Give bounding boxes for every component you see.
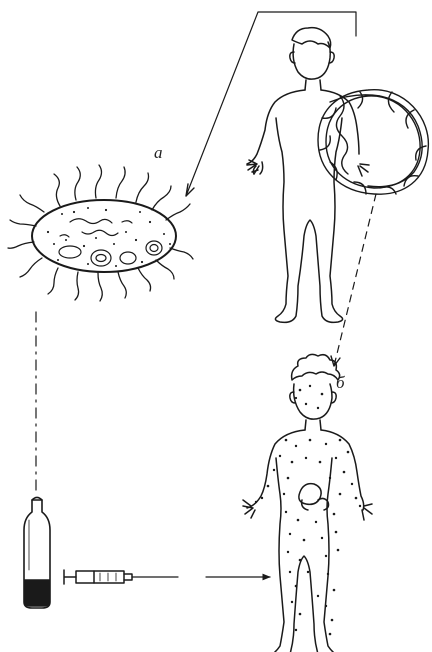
bacterium-inclusions — [59, 219, 162, 266]
healthy-child-hair — [292, 28, 331, 48]
ampoule — [24, 498, 50, 609]
bacterium-flagella — [8, 165, 193, 301]
virus-helix — [318, 90, 428, 195]
connection-lines — [36, 12, 376, 577]
dashed-arrow-virus — [334, 194, 376, 366]
label-a: a — [154, 144, 163, 161]
sick-child-body — [247, 430, 339, 652]
healthy-child — [247, 28, 369, 323]
syringe — [64, 570, 178, 584]
label-b: б — [336, 374, 345, 391]
healthy-child-head — [293, 42, 330, 79]
bacterium — [8, 165, 193, 301]
ampoule-liquid — [25, 580, 49, 606]
sick-child — [243, 354, 372, 652]
